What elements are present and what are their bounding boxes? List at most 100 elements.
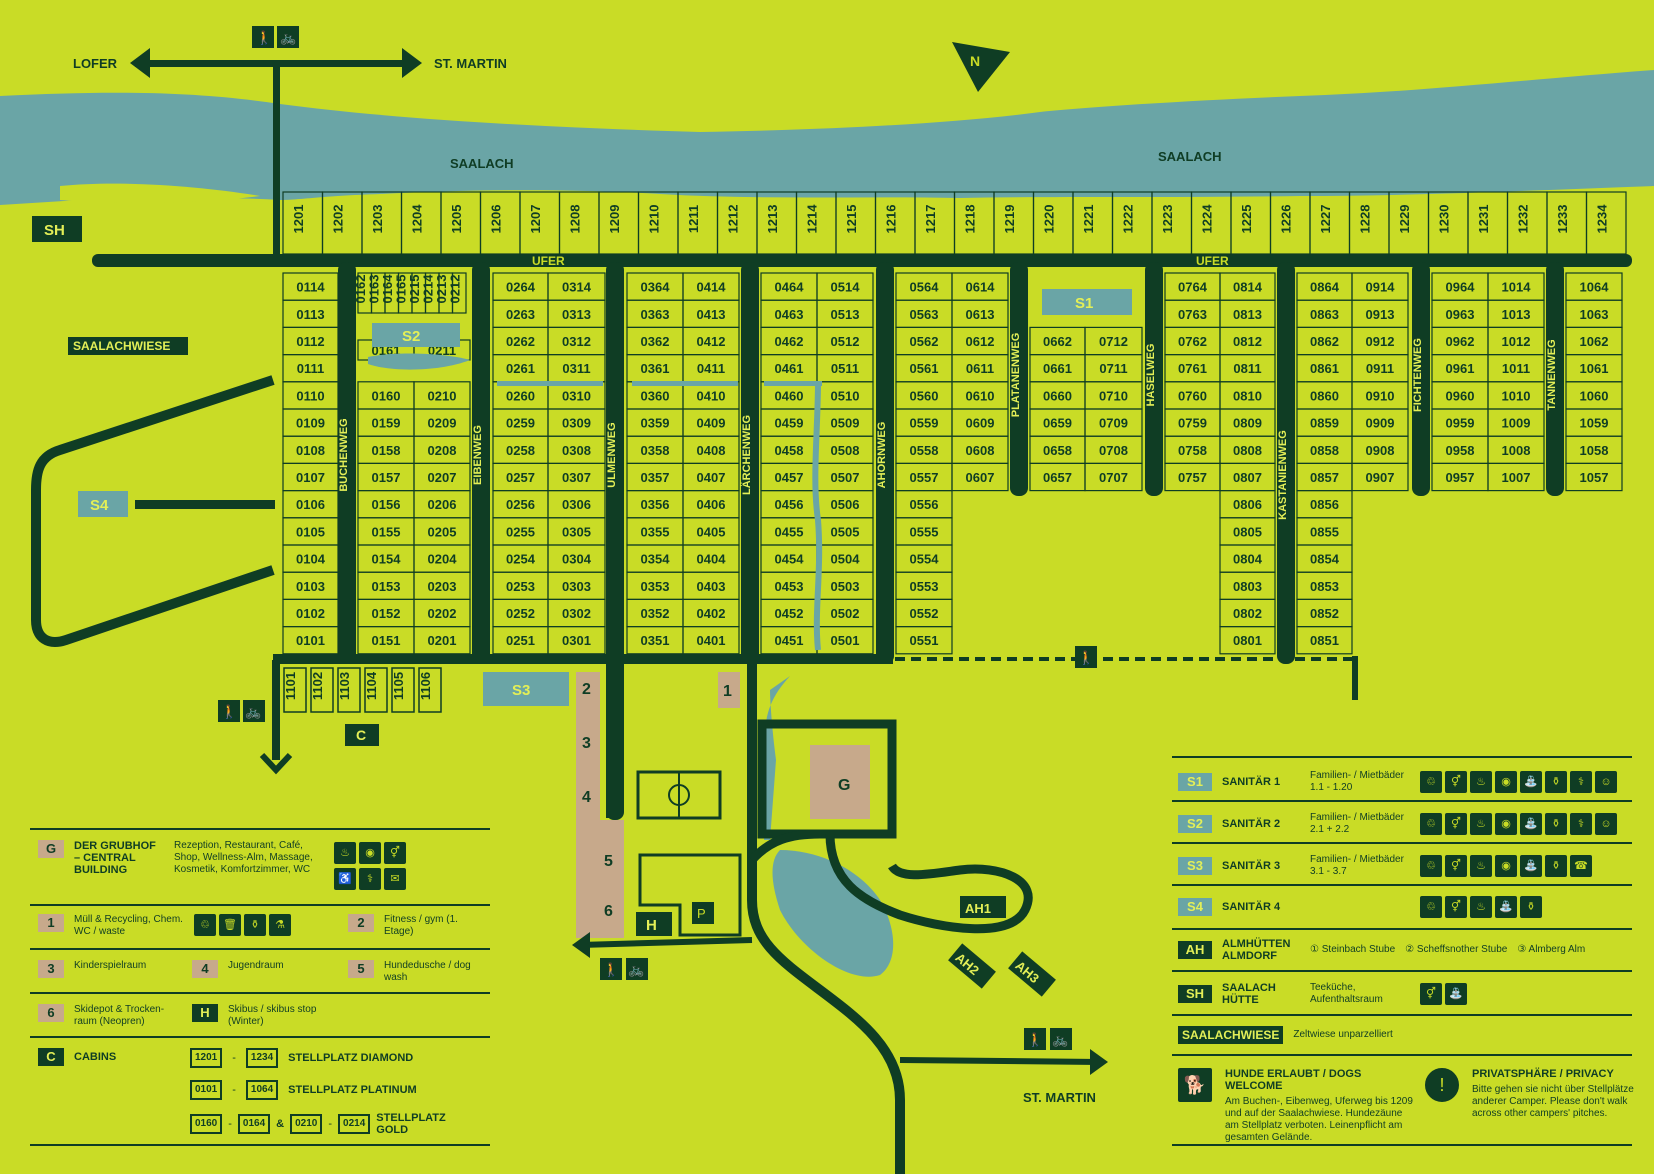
pitch-0405: 0405 <box>697 524 726 539</box>
way-label-ulmenweg: ULMENWEG <box>606 422 618 487</box>
pitch-1218: 1218 <box>962 205 977 234</box>
diamond-label: STELLPLATZ DIAMOND <box>288 1052 414 1064</box>
road-label-lofer: LOFER <box>73 56 118 71</box>
pitch-0459: 0459 <box>775 416 804 431</box>
pitch-0154: 0154 <box>372 552 402 567</box>
pitch-0358: 0358 <box>641 443 670 458</box>
way-label-ahornweg: AHORNWEG <box>876 422 888 489</box>
pitch-0853: 0853 <box>1310 579 1339 594</box>
s3-marker: S3 <box>512 682 530 699</box>
pitch-1212: 1212 <box>725 205 740 234</box>
walk-bike-icon-top: 🚶 🚲 <box>252 26 299 48</box>
saalachwiese-label: SAALACHWIESE <box>73 339 170 353</box>
cabin-1105: 1105 <box>391 672 406 700</box>
road-label-st-martin-bottom: ST. MARTIN <box>1023 1090 1096 1105</box>
privacy-icon: ! <box>1425 1068 1459 1102</box>
pitch-0852: 0852 <box>1310 606 1339 621</box>
pitch-0813: 0813 <box>1233 307 1262 322</box>
gold-b-from: 0210 <box>290 1114 323 1134</box>
ufer-road <box>92 254 1632 267</box>
way-label-platanenweg: PLATANENWEG <box>1010 333 1022 418</box>
dash: - <box>228 1118 232 1130</box>
pitch-0256: 0256 <box>506 497 535 512</box>
pitch-0963: 0963 <box>1446 307 1475 322</box>
pitch-0363: 0363 <box>641 307 670 322</box>
pitch-1216: 1216 <box>883 205 898 234</box>
grubhof-marker: G <box>838 777 850 794</box>
pitch-0309: 0309 <box>562 416 591 431</box>
building-6: 6 <box>604 903 613 920</box>
pitch-1215: 1215 <box>844 205 859 234</box>
legend-sh-title: SAALACH HÜTTE <box>1222 982 1276 1006</box>
pitch-0460: 0460 <box>775 388 804 403</box>
pitch-0910: 0910 <box>1366 388 1395 403</box>
legend-s2-icons: ♲⚥♨◉⛲⚱⚕☺ <box>1420 813 1620 835</box>
pitch-1013: 1013 <box>1502 307 1531 322</box>
pitch-0960: 0960 <box>1446 388 1475 403</box>
pitch-0165: 0165 <box>393 275 408 304</box>
legend-key-s4: S4 <box>1178 898 1212 916</box>
pitch-0858: 0858 <box>1310 443 1339 458</box>
pitch-0461: 0461 <box>775 361 804 376</box>
road-label-ufer-1: UFER <box>532 254 565 268</box>
pitch-0159: 0159 <box>372 416 401 431</box>
cabin-1103: 1103 <box>337 672 352 700</box>
pitch-0102: 0102 <box>296 606 325 621</box>
pitch-0207: 0207 <box>428 470 457 485</box>
way-label-tannenweg: TANNENWEG <box>1546 339 1558 410</box>
pitch-1063: 1063 <box>1580 307 1609 322</box>
pitch-0260: 0260 <box>506 388 535 403</box>
pitch-0251: 0251 <box>506 633 535 648</box>
pitch-1010: 1010 <box>1502 388 1531 403</box>
svg-text:🚶: 🚶 <box>256 30 272 45</box>
pitch-0455: 0455 <box>775 524 804 539</box>
legend-6-desc: Skidepot & Trocken-raum (Neopren) <box>74 1004 165 1027</box>
pitch-0809: 0809 <box>1233 416 1262 431</box>
north-arrow-icon: N <box>952 42 1010 92</box>
pitch-0302: 0302 <box>562 606 591 621</box>
pitch-0851: 0851 <box>1310 633 1339 648</box>
pitch-0909: 0909 <box>1366 416 1395 431</box>
gold-amp: & <box>276 1118 285 1130</box>
pitch-1009: 1009 <box>1502 416 1531 431</box>
pitch-0551: 0551 <box>910 633 939 648</box>
pitch-0759: 0759 <box>1178 416 1207 431</box>
pitch-0305: 0305 <box>562 524 591 539</box>
pitch-0308: 0308 <box>562 443 591 458</box>
pitch-0802: 0802 <box>1233 606 1262 621</box>
pitch-1233: 1233 <box>1555 205 1570 234</box>
pitch-1213: 1213 <box>765 205 780 234</box>
pitch-0562: 0562 <box>910 334 939 349</box>
svg-text:🚲: 🚲 <box>628 962 644 977</box>
dogs-title: HUNDE ERLAUBT / DOGS WELCOME <box>1225 1068 1362 1092</box>
pitch-1205: 1205 <box>449 205 464 234</box>
pitch-0764: 0764 <box>1178 280 1208 295</box>
pitch-0411: 0411 <box>697 361 725 376</box>
pitch-0504: 0504 <box>831 552 861 567</box>
pitch-0311: 0311 <box>562 361 590 376</box>
svg-text:🚲: 🚲 <box>280 30 296 45</box>
pitch-0911: 0911 <box>1366 361 1394 376</box>
pitch-0103: 0103 <box>296 579 325 594</box>
pitch-0304: 0304 <box>562 552 592 567</box>
legend-key-5: 5 <box>348 960 374 978</box>
pitch-0451: 0451 <box>775 633 804 648</box>
pitch-0557: 0557 <box>910 470 939 485</box>
pitch-0452: 0452 <box>775 606 804 621</box>
pitch-0962: 0962 <box>1446 334 1475 349</box>
pitch-0312: 0312 <box>562 334 591 349</box>
pitch-0611: 0611 <box>966 361 994 376</box>
pitch-0908: 0908 <box>1366 443 1395 458</box>
pitch-1061: 1061 <box>1580 361 1609 376</box>
pitch-0513: 0513 <box>831 307 860 322</box>
pitch-0113: 0113 <box>296 307 324 322</box>
pitch-0458: 0458 <box>775 443 804 458</box>
pitch-0757: 0757 <box>1178 470 1207 485</box>
pitch-0214: 0214 <box>420 274 435 304</box>
pitch-0112: 0112 <box>296 334 324 349</box>
pitch-0762: 0762 <box>1178 334 1207 349</box>
pitch-1226: 1226 <box>1278 205 1293 234</box>
pitch-0958: 0958 <box>1446 443 1475 458</box>
building-2: 2 <box>582 681 591 698</box>
pitch-0162: 0162 <box>353 275 368 304</box>
